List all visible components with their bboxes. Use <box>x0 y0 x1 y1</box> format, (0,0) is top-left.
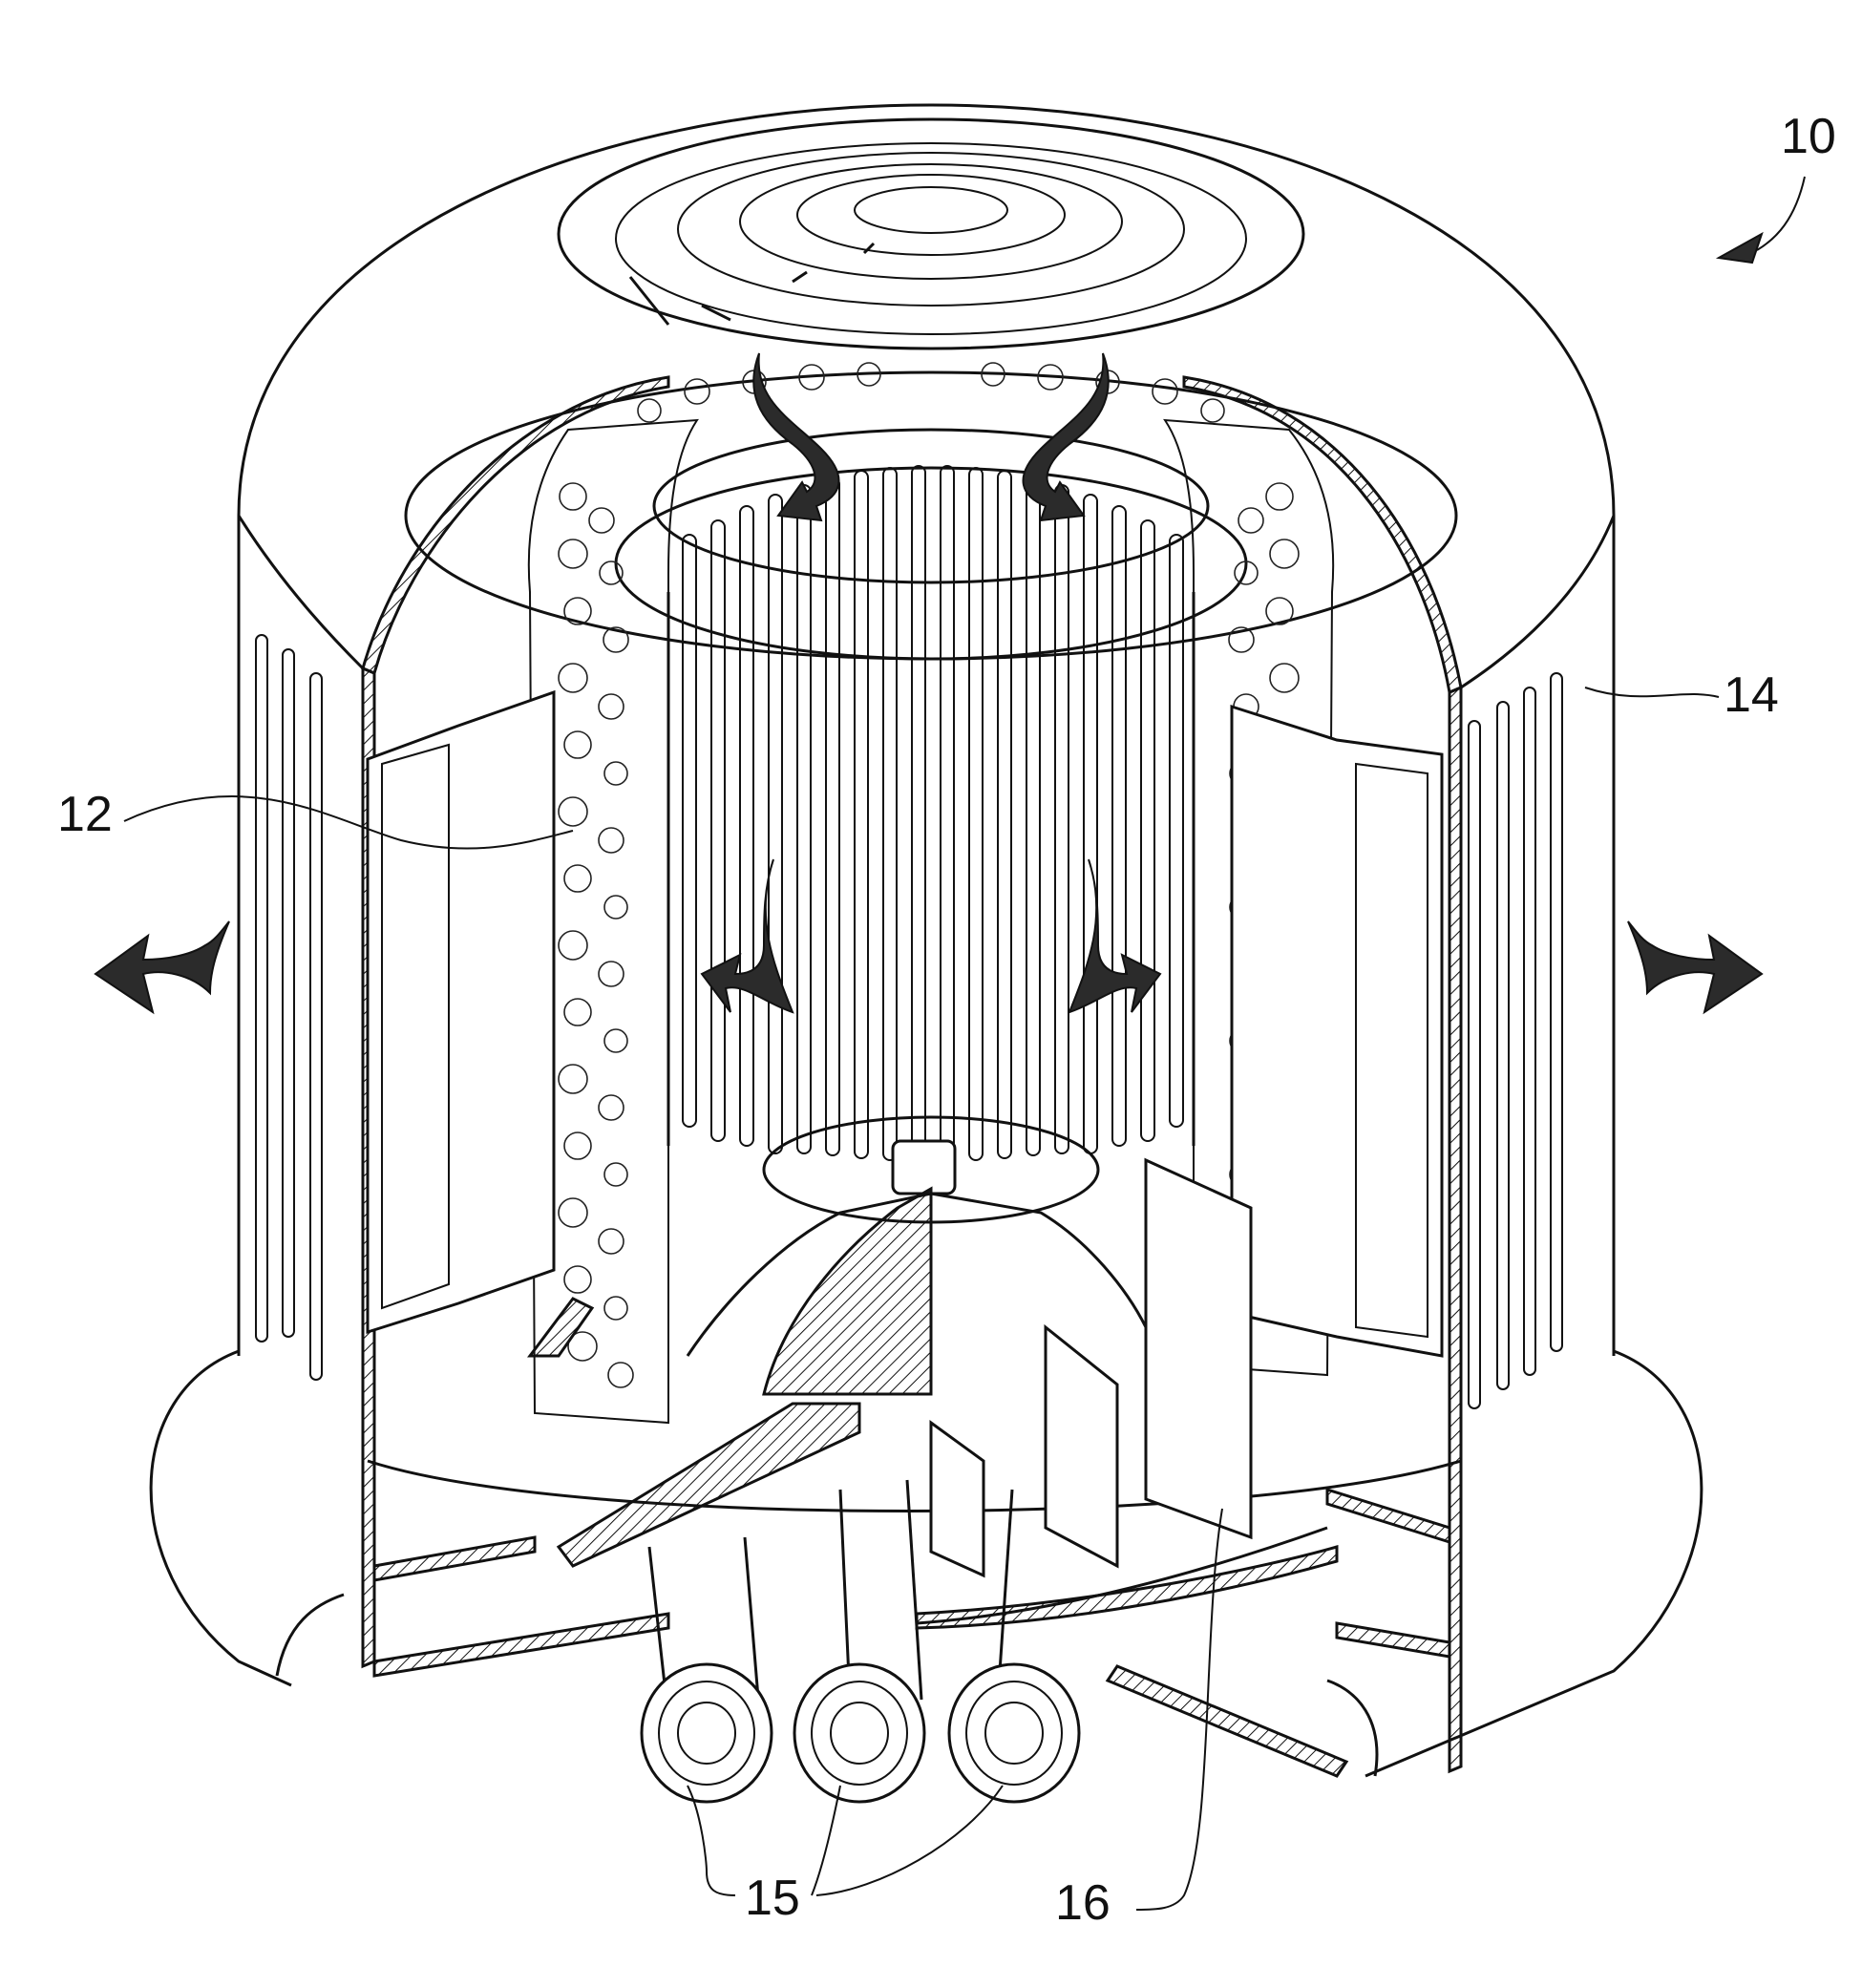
flow-arrows <box>95 234 1762 1012</box>
reference-labels: 10 14 12 15 16 <box>57 109 1836 1931</box>
label-tubes: 15 <box>745 1871 800 1926</box>
leader-15b <box>812 1786 840 1895</box>
tube-end-2 <box>794 1664 924 1802</box>
left-baffle <box>368 692 554 1332</box>
leader-14 <box>1585 687 1719 697</box>
flow-arrow-outer-left-icon <box>95 921 229 1012</box>
flow-arrow-mid-left-icon <box>702 859 793 1012</box>
top-grate <box>559 119 1303 349</box>
housing-slots-right <box>1469 673 1562 1408</box>
label-media: 12 <box>57 787 113 842</box>
leader-15c <box>816 1786 1003 1895</box>
slotted-core <box>668 466 1194 1160</box>
core-slots <box>683 466 1183 1160</box>
label-assembly: 10 <box>1781 109 1836 164</box>
tube-end-1 <box>642 1664 772 1802</box>
tubes <box>642 1480 1079 1802</box>
label-vane: 16 <box>1055 1875 1111 1931</box>
leader-10 <box>1757 177 1805 250</box>
tube-end-3 <box>949 1664 1079 1802</box>
label-housing: 14 <box>1724 667 1779 723</box>
housing-slots-left <box>256 635 322 1380</box>
right-baffle <box>1232 707 1442 1356</box>
assembly-arrow-icon <box>1719 234 1762 263</box>
flow-arrow-outer-right-icon <box>1628 921 1762 1012</box>
